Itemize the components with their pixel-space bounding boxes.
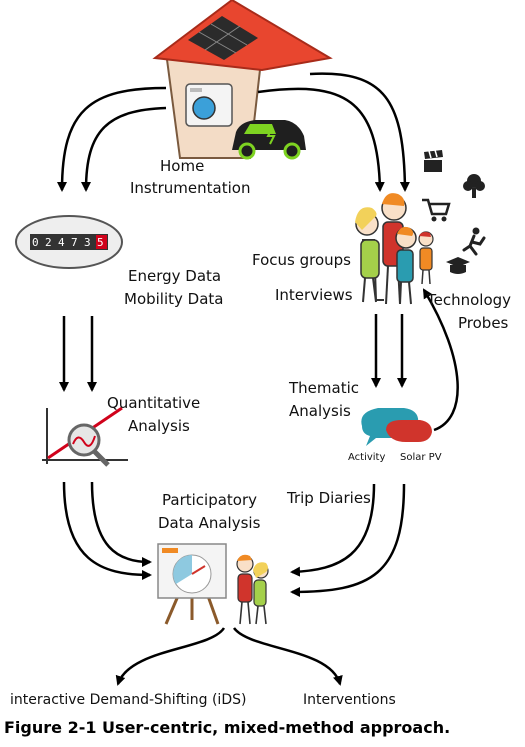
label-technology: Technology	[427, 291, 512, 309]
shopping-cart-icon	[422, 198, 451, 222]
label-participatory: Participatory	[162, 491, 258, 509]
label-solar-pv: Solar PV	[400, 452, 442, 463]
arrows-meter-to-chart	[59, 316, 97, 392]
label-data-analysis: Data Analysis	[158, 514, 261, 532]
tree-icon	[463, 174, 485, 198]
label-interviews: Interviews	[275, 286, 353, 304]
label-mobility-data: Mobility Data	[124, 290, 224, 308]
meter-digit-1: 2	[45, 236, 52, 249]
line-chart-magnifier-icon	[42, 406, 128, 467]
label-quantitative-analysis: Analysis	[128, 417, 190, 435]
arrows-thematic-to-participatory	[290, 483, 406, 597]
label-quantitative: Quantitative	[107, 394, 201, 412]
arrow-feedback-probes	[422, 288, 459, 432]
meter-digit-5: 5	[97, 236, 104, 249]
label-trip-diaries: Trip Diaries	[287, 489, 371, 507]
house-icon	[152, 0, 333, 160]
label-activity: Activity	[348, 452, 386, 463]
solar-panel-icon	[188, 16, 258, 60]
label-ids: interactive Demand-Shifting (iDS)	[10, 692, 247, 708]
arrows-chart-to-participatory	[62, 481, 152, 580]
label-home: Home	[160, 157, 205, 175]
label-energy-data: Energy Data	[128, 267, 222, 285]
running-person-icon	[462, 227, 486, 256]
meter-digit-3: 7	[71, 236, 78, 249]
arrows-house	[57, 72, 410, 192]
label-probes: Probes	[458, 314, 509, 332]
label-focus-groups: Focus groups	[252, 251, 351, 269]
figure-caption: Figure 2-1 User-centric, mixed-method ap…	[4, 718, 451, 737]
couple-icon	[236, 554, 269, 625]
easel-chart-icon	[157, 543, 227, 625]
electric-car-icon	[232, 120, 306, 160]
clapperboard-icon	[424, 149, 443, 172]
washing-machine-icon	[185, 83, 233, 127]
label-interventions: Interventions	[303, 692, 396, 708]
graduation-cap-icon	[446, 257, 470, 274]
family-icon	[355, 193, 434, 305]
meter-digit-0: 0	[32, 236, 39, 249]
meter-digit-2: 4	[58, 236, 65, 249]
label-thematic-analysis: Analysis	[289, 402, 351, 420]
arrows-family-to-thematic	[371, 314, 407, 388]
electricity-meter-icon: 0 2 4 7 3 5	[15, 215, 123, 269]
label-instrumentation: Instrumentation	[130, 179, 251, 197]
meter-digit-4: 3	[84, 236, 91, 249]
speech-bubbles-icon	[361, 408, 432, 446]
arrows-to-outcomes	[115, 627, 343, 686]
label-thematic: Thematic	[289, 379, 359, 397]
